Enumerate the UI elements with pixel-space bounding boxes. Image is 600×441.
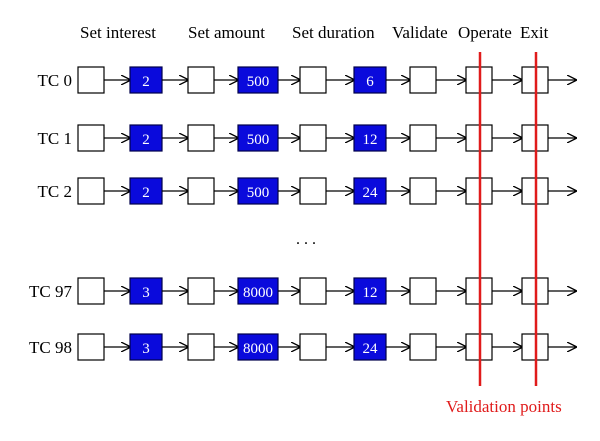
- interest-value: 2: [142, 132, 150, 148]
- interest-value: 2: [142, 185, 150, 201]
- header-exit: Exit: [520, 23, 549, 42]
- amount-box: [237, 177, 279, 205]
- amount-value: 500: [247, 132, 270, 148]
- header-set-amount: Set amount: [188, 23, 265, 42]
- state-box: [77, 66, 105, 94]
- ellipsis: . . .: [296, 231, 316, 248]
- interest-value: 2: [142, 74, 150, 90]
- state-box: [187, 177, 215, 205]
- test-case-row: TC 97 3 8000 12: [29, 277, 576, 305]
- validation-points-label: Validation points: [446, 397, 562, 416]
- amount-value: 8000: [243, 341, 273, 357]
- test-case-label: TC 0: [38, 71, 72, 90]
- test-case-label: TC 1: [38, 129, 72, 148]
- header-set-duration: Set duration: [292, 23, 375, 42]
- test-case-label: TC 2: [38, 182, 72, 201]
- validate-box: [409, 124, 437, 152]
- state-box: [187, 66, 215, 94]
- amount-box: [237, 66, 279, 94]
- state-box: [77, 177, 105, 205]
- test-case-row: TC 0 2 500 6: [38, 66, 576, 94]
- duration-box: [353, 66, 387, 94]
- duration-box: [353, 177, 387, 205]
- validate-box: [409, 277, 437, 305]
- amount-box: [237, 124, 279, 152]
- duration-value: 24: [363, 185, 379, 201]
- state-box: [299, 277, 327, 305]
- interest-box: [129, 333, 163, 361]
- state-box: [187, 333, 215, 361]
- interest-box: [129, 277, 163, 305]
- header-validate: Validate: [392, 23, 448, 42]
- state-box: [299, 66, 327, 94]
- validate-box: [409, 177, 437, 205]
- test-case-row: TC 2 2 500 24: [38, 177, 576, 205]
- interest-box: [129, 177, 163, 205]
- state-box: [77, 333, 105, 361]
- duration-value: 12: [363, 132, 378, 148]
- test-case-rows: TC 0 2 500 6 TC 1 2 500 12 TC 2 2 500 24 TC 97 3 8000 1…: [29, 66, 576, 361]
- amount-value: 500: [247, 185, 270, 201]
- duration-value: 24: [363, 341, 379, 357]
- duration-value: 6: [366, 74, 374, 90]
- test-case-row: TC 98 3 8000 24: [29, 333, 576, 361]
- duration-box: [353, 333, 387, 361]
- interest-value: 3: [142, 341, 150, 357]
- duration-value: 12: [363, 285, 378, 301]
- test-case-row: TC 1 2 500 12: [38, 124, 576, 152]
- interest-value: 3: [142, 285, 150, 301]
- validate-box: [409, 333, 437, 361]
- duration-box: [353, 124, 387, 152]
- state-box: [299, 177, 327, 205]
- validate-box: [409, 66, 437, 94]
- amount-box: [237, 333, 279, 361]
- state-box: [299, 124, 327, 152]
- duration-box: [353, 277, 387, 305]
- header-set-interest: Set interest: [80, 23, 156, 42]
- state-box: [187, 124, 215, 152]
- state-box: [77, 124, 105, 152]
- amount-value: 8000: [243, 285, 273, 301]
- test-case-label: TC 97: [29, 282, 72, 301]
- state-box: [187, 277, 215, 305]
- header-operate: Operate: [458, 23, 512, 42]
- column-headers: Set interest Set amount Set duration Val…: [80, 23, 549, 42]
- state-box: [77, 277, 105, 305]
- amount-value: 500: [247, 74, 270, 90]
- interest-box: [129, 124, 163, 152]
- state-box: [299, 333, 327, 361]
- test-case-label: TC 98: [29, 338, 72, 357]
